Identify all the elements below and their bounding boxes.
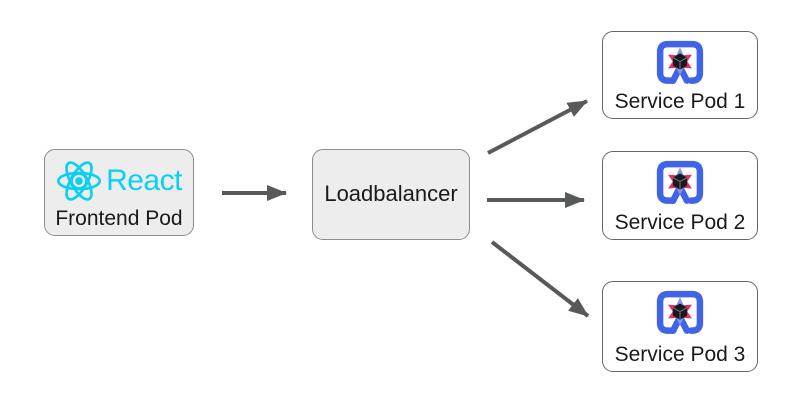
loadbalancer-node[interactable]: Loadbalancer [312, 149, 470, 240]
loadbalancer-label: Loadbalancer [324, 181, 458, 207]
react-logo: React [56, 156, 182, 206]
service-pod-1-label: Service Pod 1 [614, 89, 746, 113]
react-wordmark: React [106, 164, 182, 198]
service-pod-2-node[interactable]: Service Pod 2 [602, 151, 758, 240]
service-pod-3-node[interactable]: Service Pod 3 [602, 281, 758, 372]
react-atom-icon [57, 161, 102, 202]
service-pod-1-node[interactable]: Service Pod 1 [602, 31, 758, 119]
frontend-pod-label: Frontend Pod [55, 207, 183, 231]
pod-cube-star-icon [654, 288, 706, 340]
arrow-loadbalancer-to-pod1[interactable] [487, 99, 588, 155]
frontend-pod-node[interactable]: React Frontend Pod [44, 149, 194, 236]
service-pod-2-label: Service Pod 2 [614, 210, 746, 234]
pod-cube-star-icon [654, 38, 706, 90]
arrow-loadbalancer-to-pod3[interactable] [490, 240, 590, 318]
service-pod-3-label: Service Pod 3 [614, 342, 746, 366]
pod-cube-star-icon [654, 158, 706, 210]
